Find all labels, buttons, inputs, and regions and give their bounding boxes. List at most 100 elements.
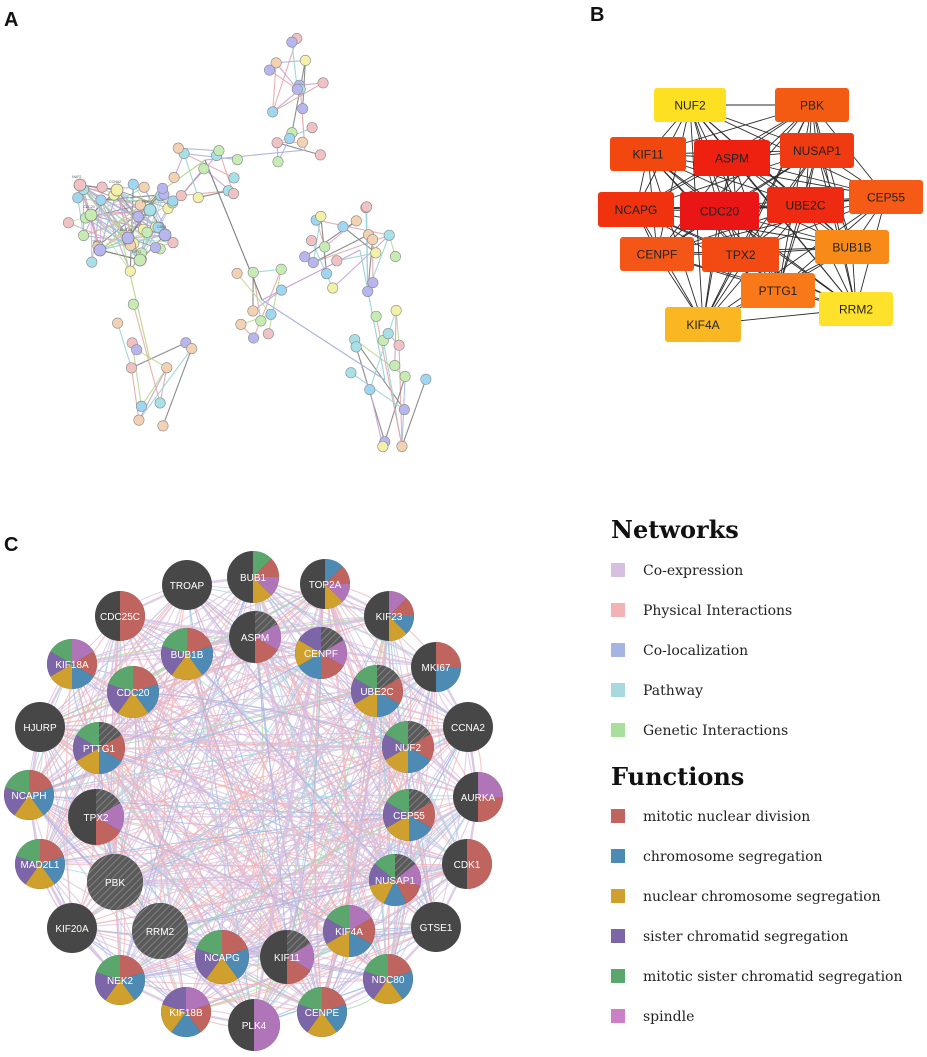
legend-swatch xyxy=(611,849,625,863)
panel-c-pie-slice xyxy=(409,789,432,815)
panel-a-hub-node xyxy=(133,253,147,267)
panel-c-node-label: PLK4 xyxy=(242,1021,267,1032)
panel-b-node: UBE2C xyxy=(767,187,844,223)
panel-a-hub-node xyxy=(84,208,98,222)
panel-c-edge xyxy=(98,652,322,749)
panel-c-node: KIF23 xyxy=(364,591,414,641)
panel-c-node: BUB1B xyxy=(161,628,213,680)
panel-c-pie-slice xyxy=(222,930,248,957)
panel-a-node xyxy=(399,371,411,383)
panel-b-node-box xyxy=(815,230,889,264)
panel-c-pie-slice xyxy=(195,948,222,979)
panel-c-edge xyxy=(39,652,322,865)
panel-label-c: C xyxy=(4,534,18,556)
panel-c-edge xyxy=(186,584,350,932)
legend-function-item: mitotic sister chromatid segregation xyxy=(611,969,903,985)
panel-a-node xyxy=(398,404,410,416)
panel-a-node xyxy=(317,77,329,89)
panel-a-hub-node xyxy=(143,203,157,217)
panel-c-pie-slice xyxy=(160,1004,186,1033)
panel-c-node: CDK1 xyxy=(442,839,492,889)
panel-c-node: NUSAP1 xyxy=(369,854,422,906)
panel-a-hub-edge xyxy=(99,249,141,261)
panel-c-pie-slice xyxy=(436,642,461,667)
legend-label: Pathway xyxy=(643,683,703,699)
panel-c-node: RRM2 xyxy=(132,903,188,959)
panel-a-hub-label: PBK xyxy=(142,200,150,204)
panel-c-pie-slice xyxy=(76,748,99,774)
panel-a-node xyxy=(231,267,243,279)
panel-a-node xyxy=(382,328,394,340)
panel-c-pie-slice xyxy=(369,863,395,886)
panel-b-node-box xyxy=(680,192,759,230)
panel-a-edge xyxy=(366,206,369,292)
panel-a-node xyxy=(377,441,389,453)
panel-a-edge xyxy=(394,310,397,366)
panel-a-node xyxy=(192,192,204,204)
panel-c-edge xyxy=(186,584,396,881)
panel-c-edge xyxy=(321,690,378,1013)
panel-c-node: NEK2 xyxy=(95,955,145,1005)
panel-a-hub-node xyxy=(110,183,124,197)
panel-a-edge xyxy=(162,348,193,427)
panel-b-edge xyxy=(702,196,887,325)
panel-c-node-label: NUSAP1 xyxy=(375,876,415,887)
panel-b-node-label: RRM2 xyxy=(839,303,873,317)
panel-a-node xyxy=(125,362,137,374)
panel-b-node-label: CENPF xyxy=(637,248,678,262)
panel-b-node: CEP55 xyxy=(849,180,923,214)
panel-c-pie-slice xyxy=(369,880,395,904)
panel-c-pie-slice xyxy=(349,931,372,957)
panel-c-edge xyxy=(378,615,390,980)
panel-a-bridge-edge xyxy=(261,299,386,381)
panel-c-pie-slice xyxy=(386,815,409,841)
panel-c-node-label: KIF20A xyxy=(55,924,89,935)
panel-a-bridge-edge xyxy=(204,149,306,161)
panel-a-node xyxy=(133,414,145,426)
panel-c-pie-slice xyxy=(373,979,403,1004)
panel-b-node: RRM2 xyxy=(819,292,893,326)
panel-a-edge xyxy=(184,152,238,161)
panel-b-node-label: KIF11 xyxy=(632,148,663,162)
panel-c-node-label: NUF2 xyxy=(395,743,422,754)
panel-c-edge xyxy=(286,652,322,958)
panel-b-node: CENPF xyxy=(620,237,694,271)
panel-c-pie-slice xyxy=(322,987,346,1012)
legend-network-item: Physical Interactions xyxy=(611,603,792,619)
panel-b-node-box xyxy=(767,187,844,223)
panel-c-pie-slice xyxy=(408,721,431,747)
legend-label: sister chromatid segregation xyxy=(643,929,848,945)
panel-b-node-box xyxy=(780,133,854,168)
panel-a-edge xyxy=(401,379,427,447)
panel-a-node xyxy=(198,163,210,175)
panel-c-edge xyxy=(132,691,187,1013)
panel-a-edge xyxy=(130,367,140,421)
panel-a-node xyxy=(255,315,267,327)
panel-c-edge xyxy=(28,636,256,796)
panel-c-node: NDC80 xyxy=(363,954,413,1004)
panel-c-edge xyxy=(28,690,378,796)
panel-c-pie-slice xyxy=(16,839,40,864)
panel-a-edge xyxy=(136,349,168,369)
legend-functions-title: Functions xyxy=(611,762,744,791)
panel-c-edge xyxy=(119,814,410,981)
panel-a-node xyxy=(350,341,362,353)
panel-c-pie-slice xyxy=(385,721,408,747)
panel-c-pie-slice xyxy=(253,551,272,577)
panel-c-pie-slice xyxy=(326,931,349,957)
panel-a-node xyxy=(275,284,287,296)
legend-swatch xyxy=(611,1009,625,1023)
panel-c-node-label: MAD2L1 xyxy=(21,860,60,871)
panel-b-node-box xyxy=(610,137,686,171)
panel-a-nodes xyxy=(62,33,432,453)
panel-a-node xyxy=(186,343,198,355)
panel-c-edge xyxy=(254,636,288,958)
legend-swatch xyxy=(611,809,625,823)
panel-c-pie-slice xyxy=(29,787,54,816)
panel-c-pie-slice xyxy=(255,624,282,650)
panel-c-node-circle xyxy=(15,702,65,752)
panel-a-node xyxy=(367,234,379,246)
panel-a-edge xyxy=(324,220,357,248)
